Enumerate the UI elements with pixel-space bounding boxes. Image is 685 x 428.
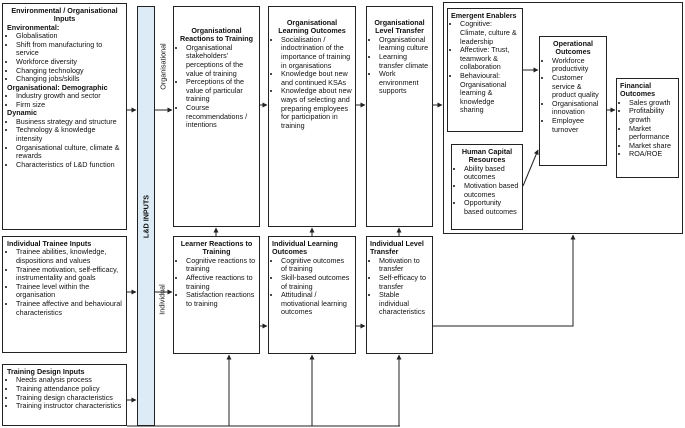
org-learning-list: Socialisation / indoctrination of the im… [272,35,352,131]
operational-outcomes-list: Workforce productivity Customer service … [543,56,603,134]
org-transfer-box: Organisational Level Transfer Organisati… [366,6,433,227]
emergent-enablers-list: Cognitive: Climate, culture & leadership… [451,20,519,115]
demographic-list: Industry growth and sector Firm size [7,92,122,109]
dynamic-heading: Dynamic [7,108,37,118]
list-item: Cognitive: Climate, culture & leadership [460,20,519,46]
list-item: Course recommendations / intentions [186,103,256,130]
list-item: Globalisation [16,32,122,41]
list-item: Motivation to transfer [379,256,429,274]
list-item: Learning transfer climate [379,52,429,70]
list-item: Trainee abilities, knowledge, dispositio… [16,248,122,265]
list-item: Affective: Trust, teamwork & collaborati… [460,45,519,72]
list-item: Changing technology [16,66,122,76]
list-item: Trainee affective and behavioural charac… [16,299,122,317]
list-item: Cognitive reactions to training [186,256,256,274]
human-capital-box: Human Capital Resources Ability based ou… [451,144,523,230]
list-item: Firm size [16,100,122,110]
env-heading: Environmental: [7,22,60,32]
operational-outcomes-title: Operational Outcomes [553,39,593,57]
arrow-ind-transfer-to-outcomes [433,234,576,327]
org-reactions-title: Organisational Reactions to Training [179,26,254,44]
list-item: Socialisation / indoctrination of the im… [281,35,352,70]
design-inputs-box: Training Design Inputs Needs analysis pr… [2,364,127,426]
list-item: Motivation based outcomes [464,181,519,199]
org-learning-title: Organisational Learning Outcomes [278,18,346,36]
env-inputs-title: Environmental / Organisational Inputs [11,6,118,24]
list-item: Trainee level within the organisation [16,282,122,300]
design-list: Needs analysis process Training attendan… [7,376,122,410]
env-inputs-box: Environmental / Organisational Inputs En… [2,3,127,230]
human-capital-list: Ability based outcomes Motivation based … [455,164,519,217]
operational-outcomes-box: Operational Outcomes Workforce productiv… [539,36,607,166]
list-item: Organisational innovation [552,99,603,117]
list-item: Training design characteristics [16,393,122,403]
individual-learning-list: Cognitive outcomes of training Skill-bas… [272,256,352,317]
learner-reactions-title: Learner Reactions to Training [180,239,253,257]
financial-outcomes-title: Financial Outcomes [620,81,656,99]
trainee-inputs-box: Individual Trainee Inputs Trainee abilit… [2,236,127,353]
list-item: Organisational stakeholders' perceptions… [186,43,256,78]
list-item: Business strategy and structure [16,117,122,127]
list-item: Workforce productivity [552,56,603,74]
learner-reactions-list: Cognitive reactions to training Affectiv… [177,256,256,309]
list-item: Self-efficacy to transfer [379,273,429,291]
list-item: Sales growth [629,98,675,108]
list-item: Behavioural: Organisational learning & k… [460,71,519,115]
list-item: Profitability growth [629,107,675,124]
financial-outcomes-box: Financial Outcomes Sales growth Profitab… [616,78,679,178]
arrow-human-capital-to-operational [522,149,539,187]
list-item: Satisfaction reactions to training [186,290,256,308]
org-transfer-list: Organisational learning culture Learning… [370,35,429,96]
list-item: Opportunity based outcomes [464,198,519,216]
org-reactions-list: Organisational stakeholders' perceptions… [177,43,256,130]
list-item: Technology & knowledge intensity [16,126,122,143]
org-demographic-heading: Organisational: Demographic [7,82,108,92]
list-item: Market share [629,141,675,151]
list-item: Perceptions of the value of particular t… [186,77,256,104]
list-item: Training instructor characteristics [16,402,122,411]
emergent-enablers-box: Emergent Enablers Cognitive: Climate, cu… [447,8,523,132]
list-item: Organisational learning culture [379,35,429,53]
individual-transfer-box: Individual Level Transfer Motivation to … [366,236,433,354]
list-item: Employee turnover [552,116,603,134]
individual-transfer-title: Individual Level Transfer [370,239,424,257]
list-item: Changing jobs/skills [16,75,122,84]
list-item: Training attendance policy [16,384,122,394]
individual-learning-box: Individual Learning Outcomes Cognitive o… [268,236,356,354]
list-item: Needs analysis process [16,376,122,385]
learner-reactions-box: Learner Reactions to Training Cognitive … [173,236,260,354]
list-item: Market performance [629,124,675,142]
list-item: Industry growth and sector [16,92,122,101]
list-item: Skill-based outcomes of training [281,273,352,291]
list-item: Characteristics of L&D function [16,160,122,170]
list-item: Attitudinal / motivational learning outc… [281,290,352,317]
list-item: Organisational culture, climate & reward… [16,143,122,161]
emergent-enablers-title: Emergent Enablers [451,11,517,20]
list-item: Customer service & product quality [552,73,603,100]
dynamic-list: Business strategy and structure Technolo… [7,117,122,170]
list-item: Workforce diversity [16,57,122,67]
list-item: Stable individual characteristics [379,290,429,317]
design-inputs-title: Training Design Inputs [7,367,85,376]
list-item: Ability based outcomes [464,164,519,182]
trainee-inputs-title: Individual Trainee Inputs [7,239,92,248]
individual-learning-title: Individual Learning Outcomes [272,239,338,257]
org-transfer-title: Organisational Level Transfer [374,18,425,36]
list-item: Knowledge about new ways of selecting an… [281,87,352,130]
list-item: Knowledge bout new and continued KSAs [281,69,352,87]
list-item: ROA/ROE [629,150,675,159]
trainee-list: Trainee abilities, knowledge, dispositio… [7,248,122,317]
human-capital-title: Human Capital Resources [461,147,513,165]
list-item: Affective reactions to training [186,273,256,291]
financial-outcomes-list: Sales growth Profitability growth Market… [620,98,675,159]
list-item: Trainee motivation, self-efficacy, instr… [16,265,122,283]
list-item: Cognitive outcomes of training [281,256,352,274]
individual-transfer-list: Motivation to transfer Self-efficacy to … [370,256,429,317]
org-learning-box: Organisational Learning Outcomes Sociali… [268,6,356,227]
org-reactions-box: Organisational Reactions to Training Org… [173,6,260,227]
list-item: Work environment supports [379,69,429,96]
list-item: Shift from manufacturing to service [16,40,122,58]
env-list: Globalisation Shift from manufacturing t… [7,32,122,84]
